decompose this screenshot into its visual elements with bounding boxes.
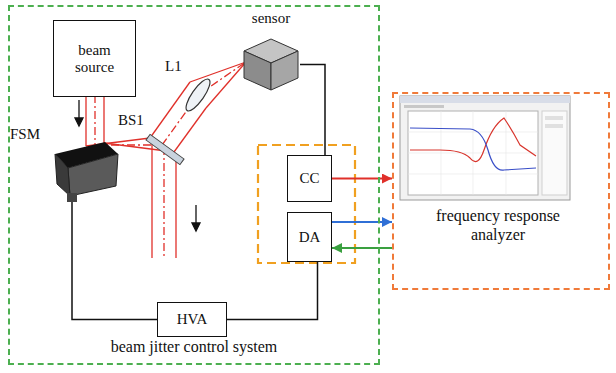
sensor-cube — [242, 37, 300, 92]
node-label: FSM — [10, 126, 40, 143]
node-label: sensor — [252, 10, 290, 27]
part-label: BS1 — [118, 112, 144, 129]
controller-group — [258, 145, 355, 263]
mirror-body — [50, 142, 120, 202]
analyzer-panel: frequency response analyzer — [392, 92, 610, 290]
source-box: beam source — [53, 20, 136, 97]
signal-arrow — [332, 221, 392, 223]
node-label: frequency response analyzer — [434, 206, 562, 244]
part-label: L1 — [165, 58, 182, 75]
process-box: HVA — [157, 302, 227, 337]
node-label: beam jitter control system — [111, 338, 278, 355]
process-box: DA — [287, 212, 332, 262]
signal-wire — [72, 202, 157, 320]
analyzer-screenshot — [400, 96, 570, 200]
signal-arrow — [332, 247, 392, 249]
part-label-holder: BS1 — [118, 112, 144, 129]
node-label: HVA — [177, 311, 208, 328]
signal-wire — [300, 65, 325, 156]
signal-arrow — [332, 178, 392, 180]
part-label-holder: L1 — [165, 58, 182, 75]
lens — [182, 76, 214, 114]
node-label: beam source — [54, 42, 135, 76]
node-label: DA — [299, 229, 321, 246]
signal-wire — [227, 262, 318, 320]
node-label: CC — [299, 170, 319, 187]
sensor-symbol: sensor — [242, 37, 300, 92]
beam-splitter — [146, 134, 184, 164]
system-boundary: beam jitter control system beam source sen… — [8, 5, 380, 365]
mirror-symbol: FSM — [50, 142, 120, 202]
process-box: CC — [287, 155, 332, 202]
